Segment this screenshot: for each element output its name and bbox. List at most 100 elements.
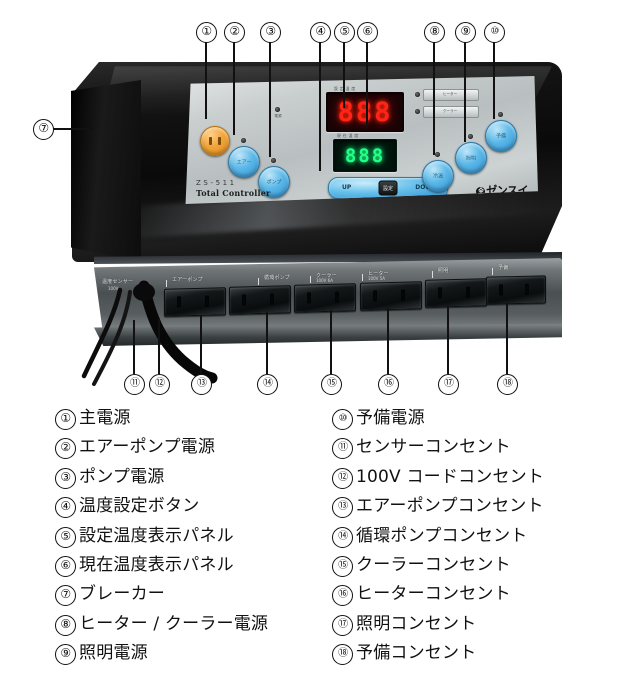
pump-led: [271, 158, 276, 163]
main-power-button[interactable]: [200, 126, 230, 156]
set-temp-value: 888: [337, 96, 393, 128]
leader-line-18: [506, 303, 508, 374]
set-center-button[interactable]: 設定: [378, 180, 398, 196]
model-name-text: Total Controller: [196, 188, 271, 198]
leader-line-1: [205, 41, 207, 119]
callout-3: ③: [260, 22, 281, 43]
outlet-slot: [242, 294, 246, 306]
legend-label: 循環ポンプコンセント: [356, 525, 528, 546]
legend-label: 設定温度表示パネル: [79, 525, 234, 546]
leader-line-9: [464, 41, 466, 142]
callout-12: ⑫: [149, 374, 170, 395]
spare-led: [498, 112, 503, 117]
zs511-controller-device: 電源 エアー ポンプ 設 定 温 度 888 現 在 温 度 888: [71, 62, 562, 386]
outlet-spare[interactable]: [486, 275, 546, 305]
outlet-slot: [438, 287, 442, 299]
outlet-tick-3: [310, 276, 311, 283]
callout-7: ⑦: [33, 119, 54, 140]
spare-power-button[interactable]: 予備: [485, 120, 517, 152]
pump-button[interactable]: ポンプ: [258, 166, 290, 198]
callout-9: ⑨: [455, 22, 476, 43]
legend-label: センサーコンセント: [356, 437, 511, 458]
legend-marker: ②: [55, 438, 76, 460]
outlet-slot: [499, 284, 503, 296]
legend-label: ブレーカー: [79, 584, 165, 605]
legend-label: ヒーターコンセント: [356, 584, 511, 605]
legend-label: ポンプ電源: [79, 466, 165, 487]
callout-10: ⑩: [484, 22, 505, 43]
outlet-slot: [373, 290, 377, 302]
leader-line-3: [269, 41, 271, 157]
leader-line-15: [330, 310, 332, 374]
callout-8: ⑧: [424, 22, 445, 43]
legend-label: クーラーコンセント: [356, 554, 511, 575]
legend-marker: ③: [55, 467, 76, 489]
air-pump-button-label: エアー: [236, 159, 252, 166]
heater-indicator-label: ヒーター: [442, 92, 458, 96]
legend-marker: ①: [55, 409, 76, 430]
leader-line-7: [53, 128, 95, 130]
callout-16: ⑯: [378, 374, 399, 395]
outlet-slot: [335, 291, 339, 303]
legend-label: 照明電源: [79, 643, 148, 664]
leader-line-5: [343, 41, 345, 108]
outlet-slot: [401, 289, 405, 301]
legend-marker: ⑨: [55, 644, 76, 666]
light-power-button[interactable]: 照明: [455, 142, 487, 174]
outlet-tick-1: [166, 280, 167, 287]
outlet-label-air-pump: エアーポンプ: [172, 277, 203, 283]
heater-indicator-led: [415, 92, 420, 97]
callout-2: ②: [224, 22, 245, 43]
legend-label: 現在温度表示パネル: [79, 554, 234, 575]
legend-label: 予備電源: [356, 408, 425, 428]
leader-line-12: [158, 318, 160, 374]
model-code-text: ZS-511: [196, 179, 237, 187]
air-pump-led: [241, 138, 246, 143]
legend-marker: ⑰: [332, 614, 353, 636]
legend-marker: ⑯: [332, 585, 353, 607]
cord-outlet-label: 100V: [108, 286, 119, 291]
control-panel: 電源 エアー ポンプ 設 定 温 度 888 現 在 温 度 888: [185, 76, 538, 204]
outlet-sub-cooler: 100V 6A: [316, 278, 333, 283]
outlet-circulation-pump[interactable]: [229, 285, 291, 315]
set-center-label: 設定: [382, 185, 393, 192]
leader-line-17: [447, 305, 449, 374]
callout-15: ⑮: [321, 374, 342, 395]
outlet-heater[interactable]: [360, 281, 422, 311]
outlet-tick-4: [362, 274, 363, 281]
legend-marker: ⑪: [332, 438, 353, 460]
legend-label: 照明コンセント: [356, 613, 477, 634]
spare-button-label: 予備: [495, 133, 506, 140]
heater-cooler-power-button[interactable]: 冷温: [422, 160, 454, 192]
power-led-label: 電源: [274, 114, 282, 118]
outlet-label-cooler: クーラー: [316, 273, 337, 279]
outlet-cooler[interactable]: [294, 283, 356, 313]
legend-label: 主電源: [79, 408, 131, 428]
outlet-tick-5: [432, 271, 433, 278]
leader-line-2: [233, 41, 235, 135]
callout-11: ⑪: [124, 374, 145, 395]
legend-label: 100V コードコンセント: [356, 466, 545, 487]
leader-line-10: [493, 41, 495, 119]
callout-6: ⑥: [357, 22, 378, 43]
callout-17: ⑰: [438, 374, 459, 395]
outlet-light[interactable]: [425, 278, 487, 308]
legend-marker: ⑤: [55, 526, 76, 548]
air-pump-button[interactable]: エアー: [228, 146, 260, 178]
